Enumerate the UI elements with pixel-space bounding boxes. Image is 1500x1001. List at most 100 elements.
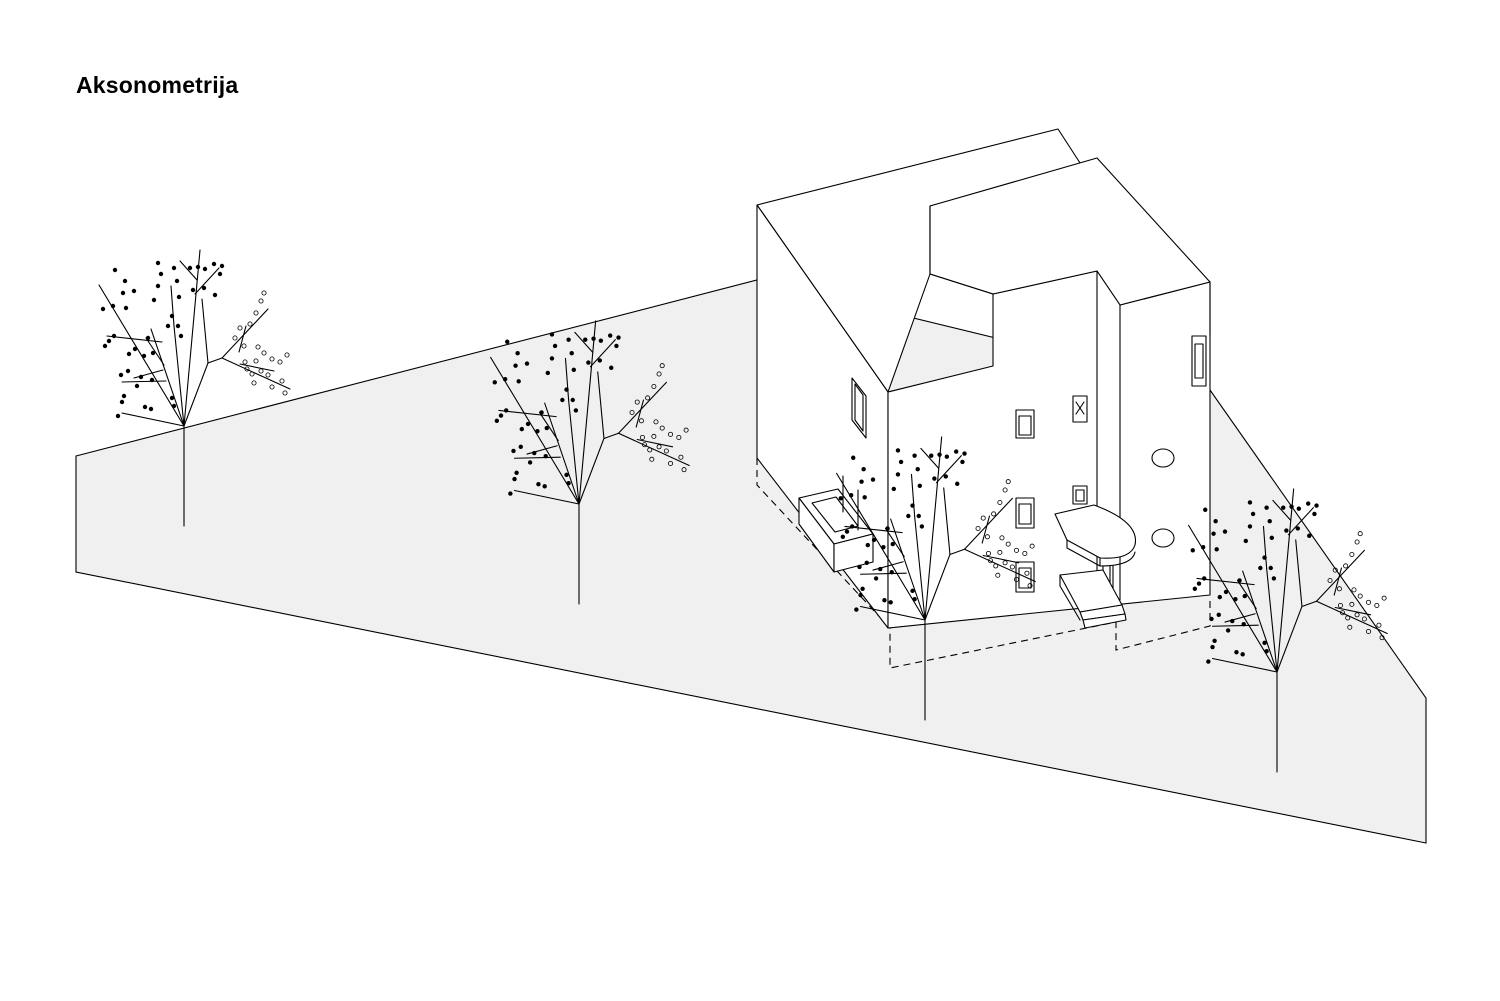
leaf-dot	[1237, 578, 1242, 583]
leaf-dot	[960, 459, 965, 465]
leaf-dot	[141, 353, 147, 359]
tree-branch	[859, 605, 926, 621]
leaf-dot	[115, 413, 121, 419]
tree-branch	[170, 285, 175, 327]
leaf-circle	[649, 456, 655, 462]
leaf-circle	[642, 442, 648, 448]
tree-branch	[544, 402, 580, 505]
tree-4	[1188, 488, 1388, 773]
leaf-dot	[174, 278, 180, 284]
drawing-title: Aksonometrija	[76, 72, 239, 98]
window-side-right	[1191, 335, 1207, 387]
leaf-dot	[151, 297, 157, 303]
tree-branch	[589, 339, 616, 368]
leaf-dot	[1216, 612, 1221, 617]
leaf-circle	[656, 444, 662, 450]
leaf-circle	[251, 380, 257, 386]
tree-branch	[183, 362, 209, 427]
leaf-circle	[991, 511, 997, 517]
leaf-dot	[929, 453, 934, 458]
leaf-dot	[888, 600, 893, 605]
leaf-circle	[1022, 550, 1028, 556]
tree-branch	[949, 548, 966, 556]
leaf-dot	[854, 607, 859, 612]
leaf-dot	[511, 448, 516, 454]
leaf-dot	[120, 290, 126, 296]
leaf-dot	[549, 356, 555, 361]
leaf-dot	[954, 449, 959, 454]
leaf-dot	[1247, 500, 1253, 505]
leaf-dot	[1307, 533, 1312, 538]
leaf-dot	[1223, 589, 1229, 595]
tree-branch	[617, 381, 667, 434]
tree-branch	[179, 260, 198, 281]
leaf-dot	[882, 598, 887, 603]
leaf-dot	[919, 524, 925, 529]
tree-branch	[150, 328, 185, 427]
leaf-dot	[850, 524, 855, 529]
leaf-dot	[126, 351, 132, 357]
tree-branch	[98, 284, 185, 427]
leaf-circle	[249, 371, 255, 377]
leaf-dot	[516, 379, 521, 384]
leaf-dot	[1269, 535, 1275, 541]
leaf-circle	[258, 368, 264, 374]
tree-branch	[1262, 525, 1268, 569]
leaf-dot	[492, 380, 497, 385]
leaf-dot	[545, 370, 550, 376]
leaf-dot	[542, 484, 547, 489]
leaf-dot	[505, 339, 510, 344]
tree-branch	[121, 412, 185, 427]
leaf-circle	[1005, 541, 1011, 547]
leaf-circle	[681, 467, 687, 473]
leaf-dot	[912, 453, 917, 458]
leaf-circle	[1351, 587, 1357, 593]
leaf-dot	[165, 323, 171, 329]
leaf-dot	[560, 397, 565, 403]
tree-branch	[513, 489, 580, 505]
leaf-dot	[1230, 618, 1235, 624]
leaf-dot	[504, 408, 509, 413]
leaf-dot	[571, 367, 576, 373]
leaf-dot	[1289, 504, 1294, 509]
leaf-dot	[932, 476, 937, 481]
leaf-dot	[566, 337, 571, 342]
leaf-dot	[171, 403, 177, 409]
tree-branch	[221, 308, 269, 359]
tree-branch	[1272, 499, 1292, 521]
tree-branch	[910, 473, 916, 517]
leaf-dot	[1262, 555, 1267, 560]
tree-branch	[872, 561, 904, 571]
leaf-dot	[535, 429, 540, 434]
leaf-dot	[202, 266, 208, 272]
leaf-dot	[912, 597, 917, 602]
leaf-dot	[155, 260, 161, 266]
leaf-dot	[1247, 524, 1253, 529]
tree-branch	[1224, 613, 1256, 623]
window-upper	[1015, 409, 1035, 439]
leaf-circle	[980, 515, 986, 521]
leaf-dot	[564, 387, 569, 392]
leaf-dot	[861, 467, 866, 472]
leaf-dot	[1262, 640, 1267, 646]
leaf-dot	[848, 493, 854, 498]
tree-branch	[1196, 577, 1255, 586]
leaf-dot	[527, 460, 533, 465]
leaf-circle	[656, 371, 662, 377]
leaf-dot	[862, 495, 867, 500]
leaf-dot	[1264, 649, 1269, 654]
leaf-circle	[1366, 628, 1372, 634]
leaf-dot	[890, 541, 895, 547]
leaf-dot	[838, 496, 843, 501]
leaf-dot	[1233, 597, 1238, 602]
leaf-dot	[122, 278, 128, 284]
building	[756, 128, 1211, 629]
leaf-circle	[1002, 487, 1008, 493]
tree-branch	[617, 432, 690, 467]
leaf-circle	[638, 418, 644, 424]
leaf-dot	[1264, 505, 1269, 510]
leaf-circle	[242, 359, 248, 365]
leaf-dot	[549, 332, 555, 337]
leaf-dot	[195, 264, 201, 270]
tree-branch	[1211, 657, 1278, 673]
